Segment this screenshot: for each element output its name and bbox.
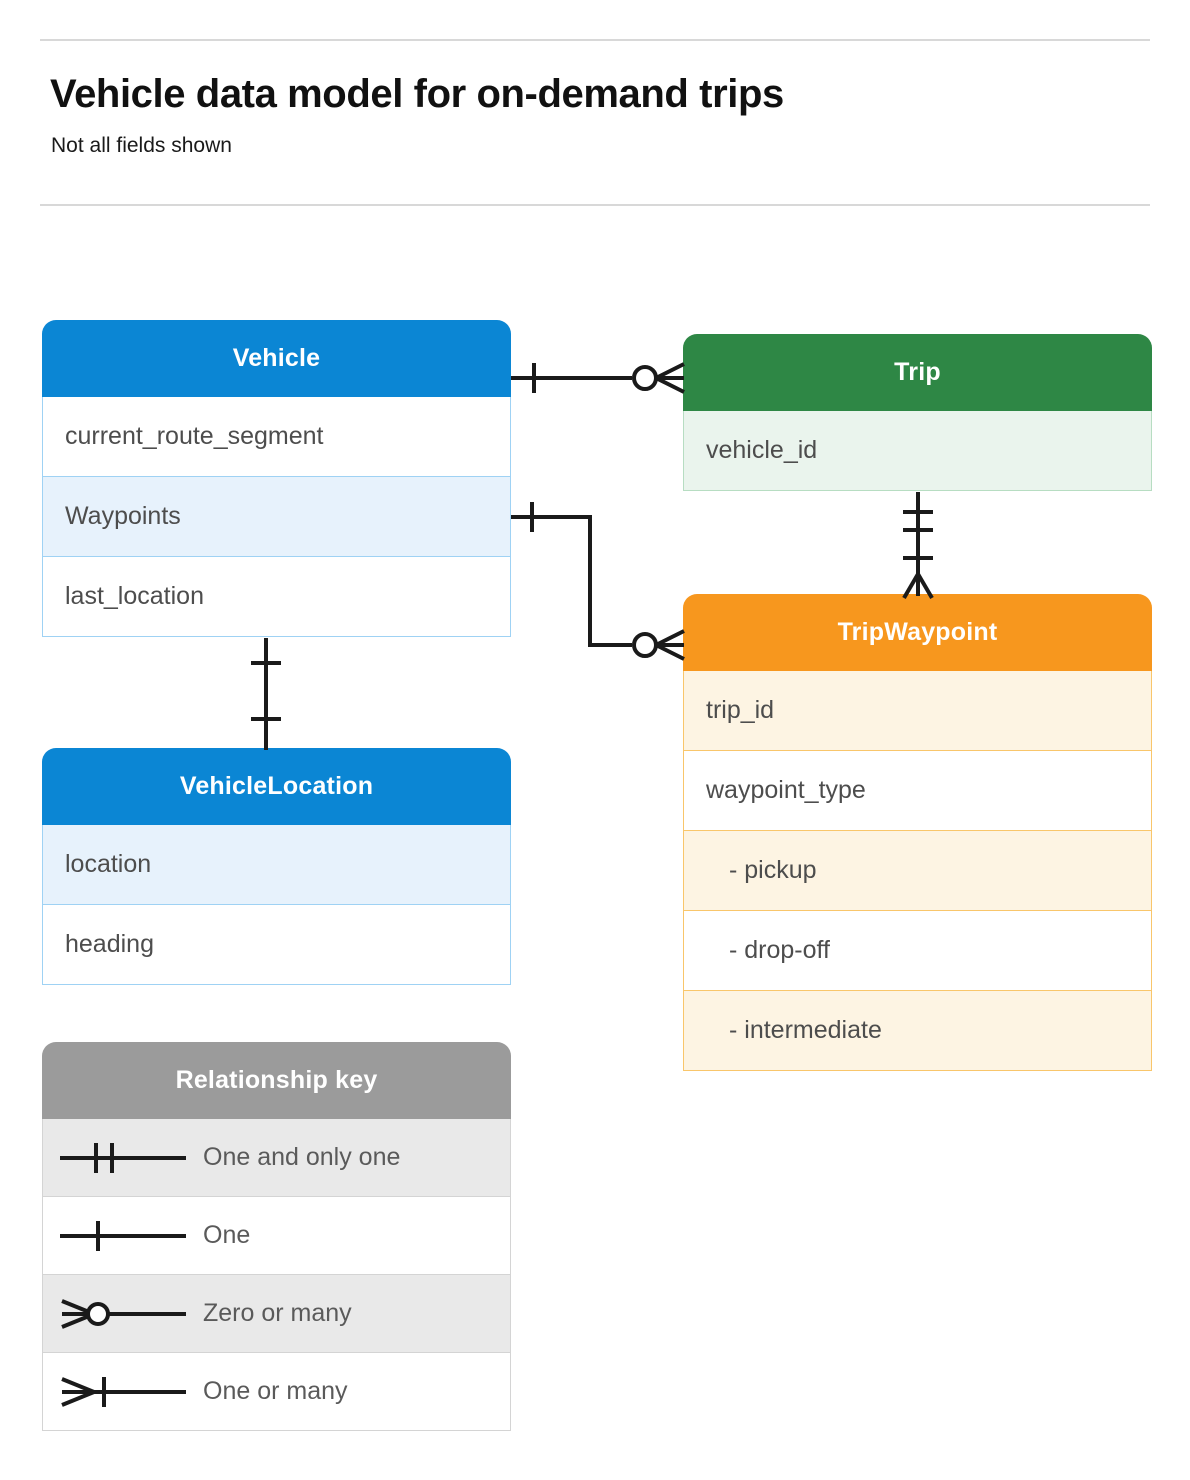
legend-label-one-and-only-one: One and only one xyxy=(203,1143,401,1171)
entity-trip[interactable]: Trip vehicle_id xyxy=(683,334,1152,491)
entity-vehicle[interactable]: Vehicle current_route_segment Waypoints … xyxy=(42,320,511,637)
relationship-key-legend: Relationship key One and only one One xyxy=(42,1042,511,1431)
entity-tripwaypoint-title: TripWaypoint xyxy=(683,594,1152,671)
entity-vehiclelocation-field-location: location xyxy=(42,825,511,905)
legend-row-one-or-many: One or many xyxy=(42,1353,511,1431)
legend-row-one: One xyxy=(42,1197,511,1275)
entity-tripwaypoint-value-drop-off: - drop-off xyxy=(683,911,1152,991)
entity-vehicle-field-last-location: last_location xyxy=(42,557,511,637)
entity-vehicle-field-waypoints: Waypoints xyxy=(42,477,511,557)
page-subtitle: Not all fields shown xyxy=(51,134,232,157)
connector-vehicle-trip xyxy=(511,362,685,394)
legend-label-one: One xyxy=(203,1221,251,1249)
entity-tripwaypoint-value-pickup: - pickup xyxy=(683,831,1152,911)
entity-trip-field-vehicle-id: vehicle_id xyxy=(683,411,1152,491)
legend-row-zero-or-many: Zero or many xyxy=(42,1275,511,1353)
entity-tripwaypoint-field-trip-id: trip_id xyxy=(683,671,1152,751)
legend-label-zero-or-many: Zero or many xyxy=(203,1299,352,1327)
entity-vehiclelocation[interactable]: VehicleLocation location heading xyxy=(42,748,511,985)
zero-or-many-icon xyxy=(43,1294,203,1334)
one-icon xyxy=(43,1216,203,1256)
legend-row-one-and-only-one: One and only one xyxy=(42,1119,511,1197)
header-divider-top xyxy=(40,39,1150,41)
connector-trip-tripwaypoint xyxy=(902,492,934,600)
connector-vehicle-vehiclelocation xyxy=(251,638,281,750)
entity-vehiclelocation-title: VehicleLocation xyxy=(42,748,511,825)
one-and-only-one-icon xyxy=(43,1138,203,1178)
entity-tripwaypoint-field-waypoint-type: waypoint_type xyxy=(683,751,1152,831)
entity-trip-title: Trip xyxy=(683,334,1152,411)
page-title: Vehicle data model for on-demand trips xyxy=(50,72,784,116)
legend-label-one-or-many: One or many xyxy=(203,1377,348,1405)
entity-tripwaypoint-value-intermediate: - intermediate xyxy=(683,991,1152,1071)
header-divider-bottom xyxy=(40,204,1150,206)
entity-tripwaypoint[interactable]: TripWaypoint trip_id waypoint_type - pic… xyxy=(683,594,1152,1071)
entity-vehicle-field-current-route-segment: current_route_segment xyxy=(42,397,511,477)
connector-waypoints-tripwaypoint xyxy=(511,502,685,661)
entity-vehiclelocation-field-heading: heading xyxy=(42,905,511,985)
one-or-many-icon xyxy=(43,1372,203,1412)
relationship-key-title: Relationship key xyxy=(42,1042,511,1119)
entity-vehicle-title: Vehicle xyxy=(42,320,511,397)
